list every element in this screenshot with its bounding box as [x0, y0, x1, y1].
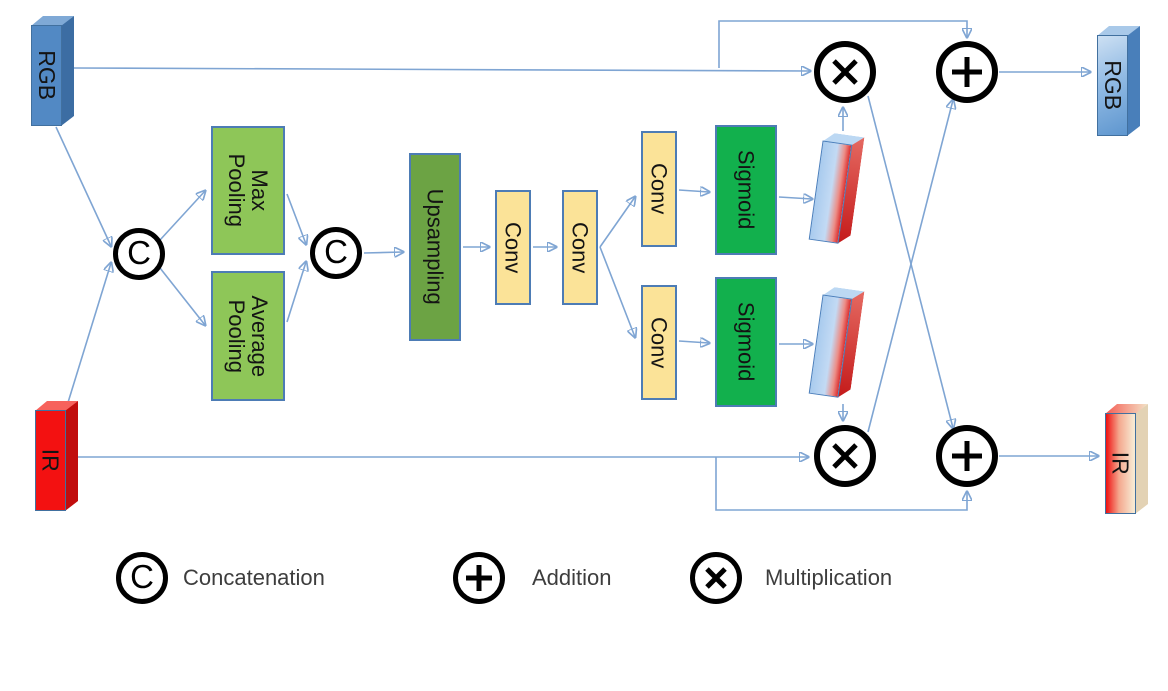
arrow-ir-to-concat1: [65, 263, 111, 410]
arrow-rgb-to-concat1: [55, 126, 111, 246]
add-node-top: [936, 41, 998, 103]
arrow-conv-b-to-conv-bottom: [599, 246, 635, 337]
conv-block-1-label: Conv: [500, 221, 526, 274]
legend-item-concatenation: C Concatenation: [116, 552, 325, 604]
ir-output-label: IR: [1107, 452, 1134, 475]
conv-branch-top-label: Conv: [646, 163, 672, 215]
average-pooling-block: Average Pooling: [211, 271, 285, 401]
upsampling-label: Upsampling: [422, 188, 448, 306]
upsampling-block: Upsampling: [409, 153, 461, 341]
conv-block-2-label: Conv: [567, 221, 593, 274]
sigmoid-bottom-label: Sigmoid: [733, 302, 759, 382]
legend-label-multiplication: Multiplication: [765, 565, 893, 590]
rgb-input-side-face: [61, 16, 74, 126]
arrow-multiply-bottom-to-add-top: [867, 100, 953, 433]
concat-node-2: C: [310, 227, 362, 279]
arrow-sigmoid-top-to-attention-top: [778, 197, 812, 199]
ir-output-side-face: [1135, 404, 1148, 514]
average-pooling-label: Average Pooling: [224, 295, 273, 377]
sigmoid-block-bottom: Sigmoid: [715, 277, 777, 407]
concat-symbol: C: [324, 233, 348, 270]
ir-output-block: IR: [1105, 404, 1149, 515]
arrow-avgpool-to-concat2: [286, 262, 306, 323]
arrow-rgb-skip-to-add-top: [718, 20, 967, 68]
ir-input-block: IR: [35, 401, 79, 512]
conv-block-1: Conv: [495, 190, 531, 305]
rgb-output-label: RGB: [1099, 60, 1126, 111]
add-icon: [952, 441, 982, 471]
ir-output-top-face: [1105, 404, 1148, 414]
add-icon: [466, 565, 492, 591]
add-node-bottom: [936, 425, 998, 487]
add-icon: [952, 57, 982, 87]
rgb-output-top-face: [1097, 26, 1140, 36]
legend-label-concatenation: Concatenation: [183, 565, 325, 590]
ir-input-face: IR: [35, 410, 66, 511]
add-legend-node: [453, 552, 505, 604]
multiply-node-bottom: [814, 425, 876, 487]
arrow-multiply-top-to-add-bottom: [867, 95, 953, 428]
legend-item-multiplication: Multiplication: [690, 552, 892, 604]
conv-branch-bottom-label: Conv: [646, 316, 672, 369]
conv-block-2: Conv: [562, 190, 598, 305]
sigmoid-top-label: Sigmoid: [733, 150, 759, 230]
conv-block-branch-top: Conv: [641, 131, 677, 247]
sigmoid-block-top: Sigmoid: [715, 125, 777, 255]
arrow-concat1-to-maxpool: [159, 191, 205, 241]
multiply-icon: [832, 443, 858, 469]
arrow-conv-top-to-sigmoid-top: [678, 190, 709, 192]
concat-symbol: C: [130, 558, 154, 595]
arrow-conv-bottom-to-sigmoid-bottom: [678, 341, 709, 343]
rgb-output-block: RGB: [1097, 26, 1141, 137]
rgb-output-face: RGB: [1097, 35, 1128, 136]
arrow-concat1-to-avgpool: [159, 267, 205, 325]
multiply-node-top: [814, 41, 876, 103]
ir-input-top-face: [35, 401, 78, 411]
concat-symbol: C: [127, 234, 151, 271]
arrow-concat2-to-upsampling: [363, 252, 403, 253]
rgb-input-block: RGB: [31, 16, 75, 127]
max-pooling-label: Max Pooling: [224, 153, 273, 228]
arrow-conv-b-to-conv-top: [599, 197, 635, 248]
concat-node-1: C: [113, 228, 165, 280]
concat-legend-node: C: [116, 552, 168, 604]
arrow-ir-skip-to-add-bottom: [715, 457, 967, 511]
ir-input-side-face: [65, 401, 78, 511]
ir-output-face: IR: [1105, 413, 1136, 514]
legend-label-addition: Addition: [532, 565, 612, 590]
rgb-input-label: RGB: [33, 50, 60, 101]
multiply-icon: [705, 567, 727, 589]
ir-input-label: IR: [37, 449, 64, 472]
legend-item-addition: Addition: [453, 552, 612, 604]
multiply-legend-node: [690, 552, 742, 604]
conv-block-branch-bottom: Conv: [641, 285, 677, 400]
arrow-rgb-to-multiply-top: [73, 68, 810, 71]
max-pooling-block: Max Pooling: [211, 126, 285, 255]
arrow-maxpool-to-concat2: [286, 193, 306, 244]
rgb-input-face: RGB: [31, 25, 62, 126]
rgb-input-top-face: [31, 16, 74, 26]
rgb-output-side-face: [1127, 26, 1140, 136]
multiply-icon: [832, 59, 858, 85]
